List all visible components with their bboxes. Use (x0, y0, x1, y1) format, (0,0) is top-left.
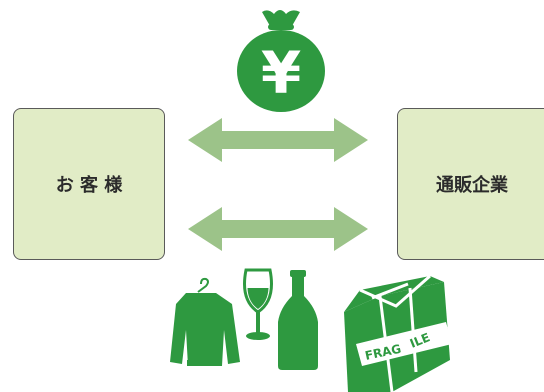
payment-double-arrow (188, 118, 368, 162)
sweater-icon (170, 277, 240, 366)
money-bag-icon: ¥ (237, 10, 325, 112)
customer-box: お 客 様 (13, 108, 165, 260)
company-box: 通販企業 (397, 108, 544, 260)
goods-double-arrow (188, 207, 368, 251)
wine-bottle-icon (278, 270, 318, 370)
company-label: 通販企業 (436, 175, 508, 196)
wine-glass-icon (243, 268, 273, 340)
customer-label: お 客 様 (55, 175, 123, 196)
yen-symbol: ¥ (261, 39, 301, 107)
fragile-box-icon: FRAG ILE (344, 274, 452, 392)
